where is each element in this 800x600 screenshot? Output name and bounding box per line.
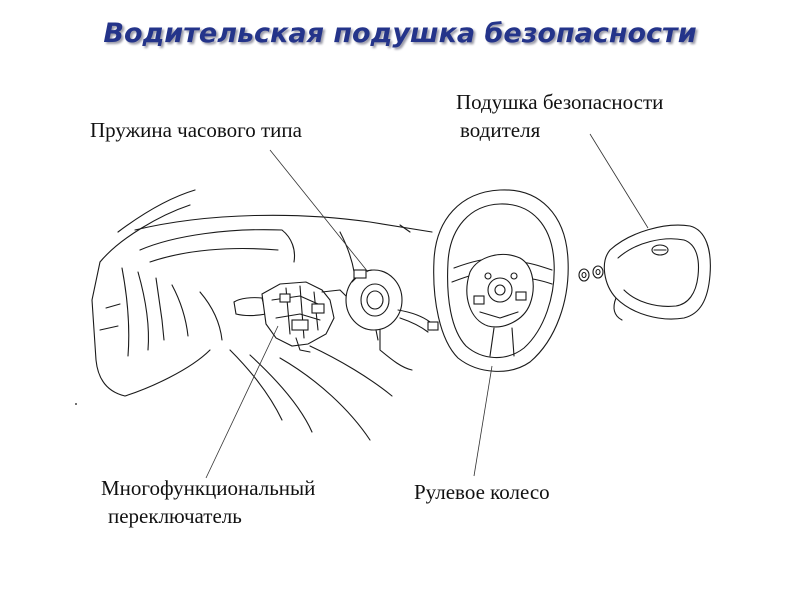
driver-airbag-label-line2: водителя xyxy=(460,118,541,142)
multifunction-switch xyxy=(233,281,347,353)
clock-spring-part xyxy=(345,269,439,341)
steering-wheel-part xyxy=(433,189,569,372)
steering-wheel-label-text: Рулевое колесо xyxy=(414,480,550,504)
clock-spring-label: Пружина часового типа xyxy=(90,116,302,144)
leader-lines xyxy=(205,133,649,479)
dashboard-outline xyxy=(75,189,433,441)
multifunction-switch-label: Многофункциональный переключатель xyxy=(101,474,315,530)
steering-wheel-label: Рулевое колесо xyxy=(414,478,550,506)
multifunction-switch-label-line1: Многофункциональный xyxy=(101,476,316,500)
mounting-nuts xyxy=(578,265,604,282)
driver-airbag-label: Подушка безопасности водителя xyxy=(456,88,663,144)
clock-spring-label-text: Пружина часового типа xyxy=(90,118,302,142)
driver-airbag-label-line1: Подушка безопасности xyxy=(456,90,664,114)
driver-airbag-part xyxy=(603,224,711,321)
page-title: Водительская подушка безопасности xyxy=(103,18,697,49)
multifunction-switch-label-line2: переключатель xyxy=(108,504,242,528)
